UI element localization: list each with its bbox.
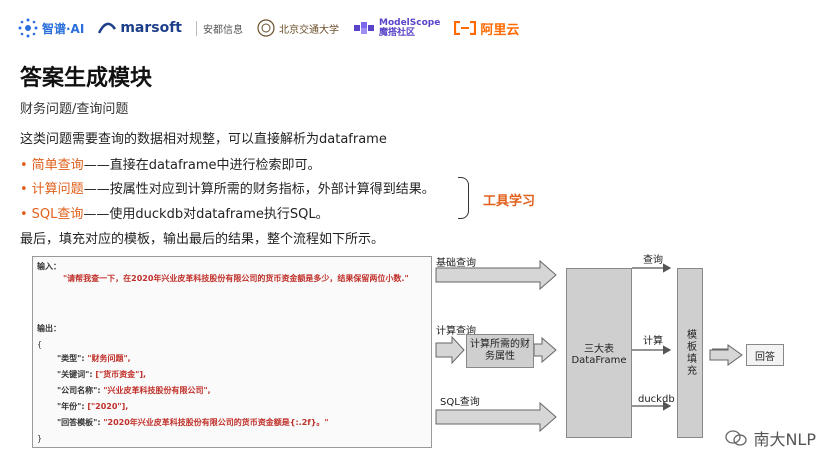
json-value: ["货币资金"], xyxy=(95,370,147,379)
modelscope-logo: ModelScope 魔搭社区 xyxy=(353,18,440,38)
modelscope-text: ModelScope 魔搭社区 xyxy=(379,18,440,38)
modelscope-bottom-text: 魔搭社区 xyxy=(379,28,416,38)
json-value: ["2020"], xyxy=(87,402,129,411)
json-line-type: "类型": "财务问题", xyxy=(57,353,131,365)
bullet-head: 计算问题 xyxy=(31,182,84,197)
marsoft-logo-text: marsoft xyxy=(120,20,182,36)
bullet-head: 简单查询 xyxy=(31,158,84,173)
bullet-head: SQL查询 xyxy=(31,207,84,222)
marsoft-swoosh-icon xyxy=(98,22,117,34)
calc-label: 计算 xyxy=(643,336,663,347)
aliyun-logo: 阿里云 xyxy=(454,19,519,38)
json-line-template: "回答模板": "2020年兴业皮革科技股份有限公司的货币资金额是{:.2f}。… xyxy=(57,417,329,429)
json-line-year: "年份": ["2020"], xyxy=(57,401,128,413)
calc-attributes-box: 计算所需的财务属性 xyxy=(466,334,534,368)
calc-query-label: 计算查询 xyxy=(436,326,476,337)
zhipu-logo-text: 智谱·AI xyxy=(42,21,85,36)
json-line-keywords: "关键词": ["货币资金"], xyxy=(57,369,146,381)
input-question: "请帮我查一下，在2020年兴业皮革科技股份有限公司的货币资金额是多少，结果保留… xyxy=(63,274,409,283)
json-line-company: "公司名称": "兴业皮革科技股份有限公司", xyxy=(57,385,211,397)
flow-arrows xyxy=(435,259,730,433)
bullet-simple-query: •简单查询——直接在dataframe中进行检索即可。 xyxy=(20,154,321,173)
bullet-body: ——直接在dataframe中进行检索即可。 xyxy=(83,158,321,173)
bullet-calc-question: •计算问题——按属性对应到计算所需的财务指标，外部计算得到结果。 xyxy=(20,178,435,197)
marsoft-logo: marsoft xyxy=(98,20,182,36)
json-key: "回答模板": xyxy=(57,418,104,427)
json-open-brace: { xyxy=(37,340,43,349)
university-logo: 北京交通大学 xyxy=(257,19,339,37)
watermark: 南大NLP xyxy=(725,426,816,450)
json-key: "关键词": xyxy=(57,370,96,379)
aliyun-logo-text: 阿里云 xyxy=(480,22,520,38)
three-tables-label: 三大表 xyxy=(584,344,614,355)
json-value: "2020年兴业皮革科技股份有限公司的货币资金额是{:.2f}。" xyxy=(103,418,329,427)
template-fill-box: 模板填充 xyxy=(677,268,703,438)
aliyun-icon xyxy=(454,21,477,35)
bullet-sql-query: •SQL查询——使用duckdb对dataframe执行SQL。 xyxy=(20,203,329,222)
input-label: 输入： xyxy=(37,262,61,271)
anjian-logo-text: 安都信息 xyxy=(196,20,243,36)
grouping-brace xyxy=(458,177,469,219)
university-seal-icon xyxy=(257,19,275,37)
example-io-box: 输入： "请帮我查一下，在2020年兴业皮革科技股份有限公司的货币资金额是多少，… xyxy=(32,256,432,448)
bullet-dot: • xyxy=(20,158,28,173)
sql-query-label: SQL查询 xyxy=(440,397,480,408)
sql-query-arrow xyxy=(435,401,557,433)
json-key: "类型": xyxy=(57,354,88,363)
bullet-body: ——按属性对应到计算所需的财务指标，外部计算得到结果。 xyxy=(83,182,435,197)
output-label: 输出： xyxy=(37,324,61,333)
bullet-dot: • xyxy=(20,182,28,197)
answer-arrow xyxy=(709,344,743,366)
three-tables-box: 三大表 DataFrame xyxy=(566,268,632,438)
json-value: "财务问题", xyxy=(87,354,131,363)
bullet-body: ——使用duckdb对dataframe执行SQL。 xyxy=(83,207,329,222)
query-label: 查询 xyxy=(643,255,663,266)
wechat-icon xyxy=(725,430,748,446)
json-key: "公司名称": xyxy=(57,386,104,395)
json-close-brace: } xyxy=(37,434,43,443)
conclusion-text: 最后，填充对应的模板，输出最后的结果，整个流程如下所示。 xyxy=(20,232,385,247)
basic-query-label: 基础查询 xyxy=(436,258,476,269)
modelscope-top-text: ModelScope xyxy=(379,18,441,28)
intro-text: 这类问题需要查询的数据相对规整，可以直接解析为dataframe xyxy=(20,132,387,147)
zhipu-icon xyxy=(18,18,38,38)
duckdb-label: duckdb xyxy=(638,394,675,405)
modelscope-icon xyxy=(354,22,374,34)
json-key: "年份": xyxy=(57,402,88,411)
dataframe-label: DataFrame xyxy=(571,355,627,366)
json-value: "兴业皮革科技股份有限公司", xyxy=(103,386,211,395)
calc-exit-arrow xyxy=(533,336,557,364)
zhipu-logo: 智谱·AI xyxy=(18,18,84,38)
page-title: 答案生成模块 xyxy=(20,66,153,91)
page-subtitle: 财务问题/查询问题 xyxy=(20,102,129,117)
calc-entry-arrow xyxy=(435,335,465,365)
watermark-text: 南大NLP xyxy=(753,430,816,449)
basic-query-arrow xyxy=(435,259,557,291)
university-logo-text: 北京交通大学 xyxy=(279,24,339,36)
bullet-dot: • xyxy=(20,207,28,222)
tool-learning-label: 工具学习 xyxy=(483,194,536,209)
logo-bar: 智谱·AI marsoft 安都信息 北京交通大学 ModelScope 魔搭社… xyxy=(18,14,519,42)
answer-box: 回答 xyxy=(746,344,784,366)
